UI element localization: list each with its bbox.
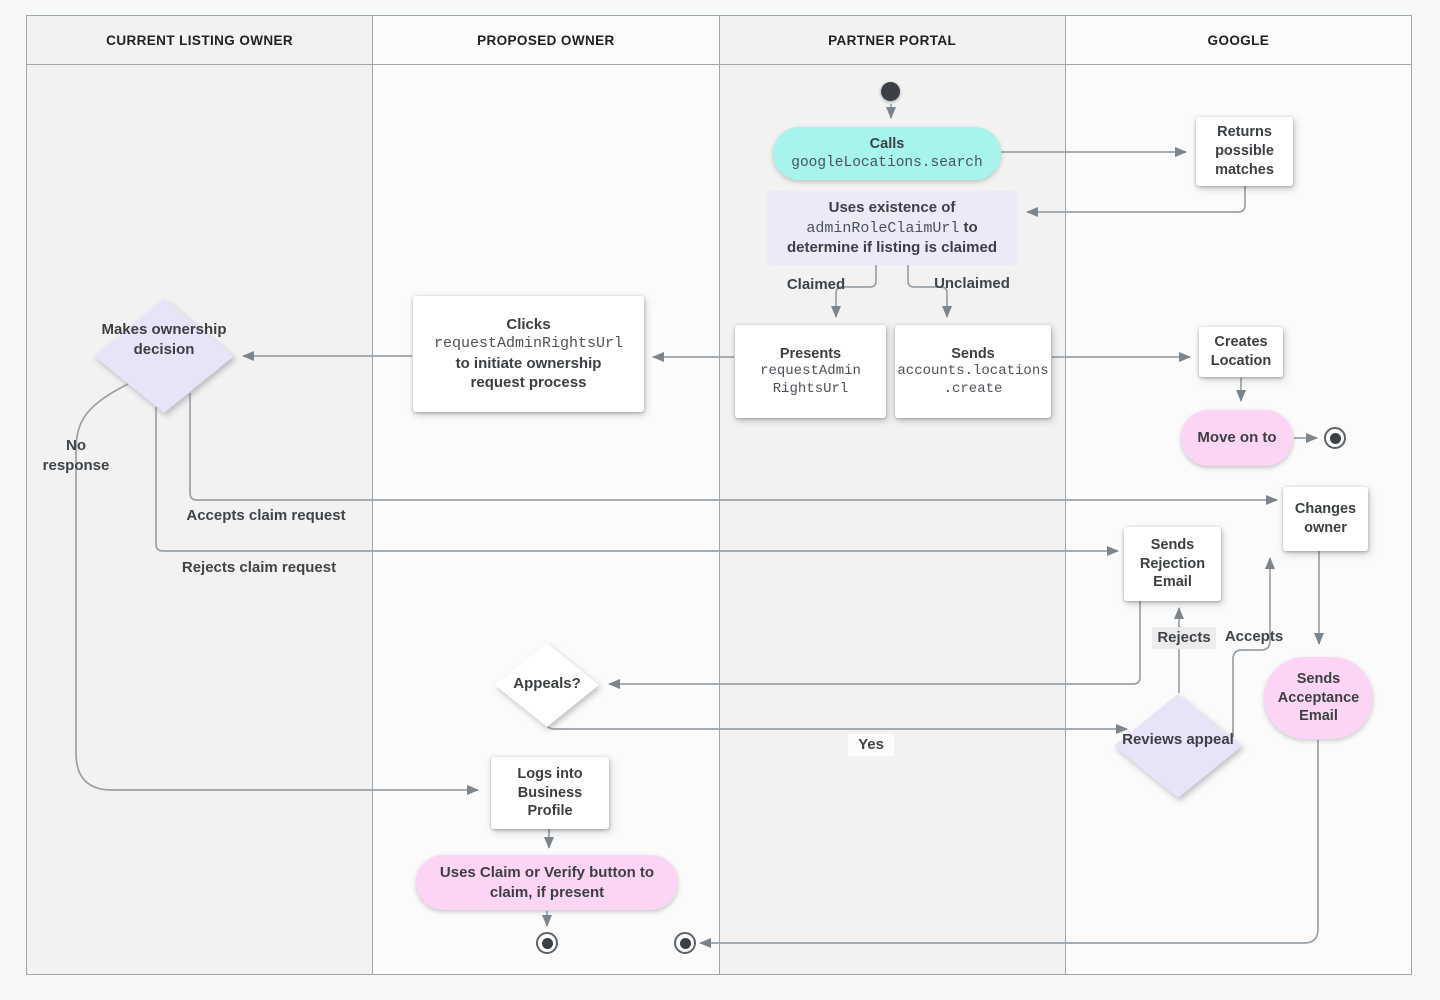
- calls-google-locations-search-node: Calls googleLocations.search: [773, 127, 1001, 180]
- no-response-label: No response: [42, 437, 110, 475]
- node-code-line2: .create: [943, 380, 1003, 397]
- node-title: Calls: [869, 136, 905, 153]
- end-node-claim-flow: [536, 932, 558, 954]
- end-node-dot: [541, 937, 553, 949]
- accepts-label: Accepts: [1224, 628, 1284, 645]
- node-code: requestAdminRightsUrl: [433, 334, 624, 352]
- reviews-appeal-node: Reviews appeal: [1118, 730, 1238, 750]
- node-code: adminRoleClaimUrl: [806, 219, 960, 237]
- lane-proposed-owner: PROPOSED OWNER: [372, 16, 719, 974]
- node-line3: request process: [470, 374, 587, 392]
- lane-title: PARTNER PORTAL: [719, 16, 1065, 65]
- node-code-line1: accounts.locations: [897, 363, 1049, 380]
- node-line3: determine if listing is claimed: [786, 239, 998, 257]
- uses-claim-or-verify-node: Uses Claim or Verify button to claim, if…: [416, 855, 678, 910]
- presents-request-admin-rights-node: Presents requestAdmin RightsUrl: [735, 325, 886, 418]
- node-label: Move on to: [1197, 429, 1277, 447]
- node-line2: to initiate ownership: [455, 354, 602, 372]
- end-node-dot: [1329, 432, 1341, 444]
- clicks-request-admin-rights-node: Clicks requestAdminRightsUrl to initiate…: [413, 296, 644, 412]
- rejects-label: Rejects: [1152, 627, 1216, 650]
- returns-possible-matches-node: Returns possible matches: [1196, 117, 1293, 186]
- sends-acceptance-email-node: Sends Acceptance Email: [1264, 657, 1373, 739]
- claimed-label: Claimed: [786, 276, 846, 293]
- node-label: Uses Claim or Verify button to claim, if…: [439, 864, 655, 901]
- yes-label: Yes: [848, 734, 894, 757]
- node-line2: adminRoleClaimUrl to: [806, 218, 977, 239]
- changes-owner-node: Changes owner: [1283, 487, 1368, 551]
- lane-title: PROPOSED OWNER: [373, 16, 719, 65]
- makes-ownership-decision-node: Makes ownership decision: [99, 320, 229, 359]
- node-title: Sends: [951, 345, 995, 362]
- lane-current-listing-owner: CURRENT LISTING OWNER: [27, 16, 373, 974]
- node-line1: Uses existence of: [828, 199, 956, 217]
- unclaimed-label: Unclaimed: [934, 275, 1010, 292]
- lane-title: GOOGLE: [1065, 16, 1411, 65]
- uses-existence-node: Uses existence of adminRoleClaimUrl to d…: [767, 191, 1017, 265]
- node-title: Presents: [779, 345, 842, 362]
- sends-accounts-locations-create-node: Sends accounts.locations .create: [895, 325, 1051, 418]
- node-label: Sends Acceptance Email: [1277, 670, 1360, 725]
- creates-location-node: Creates Location: [1199, 327, 1283, 377]
- start-node: [881, 82, 900, 101]
- node-after-code: to: [963, 218, 978, 236]
- end-node-acceptance-flow: [674, 932, 696, 954]
- node-label: Changes owner: [1294, 501, 1357, 536]
- rejects-claim-request-label: Rejects claim request: [176, 557, 342, 580]
- sends-rejection-email-node: Sends Rejection Email: [1124, 527, 1221, 601]
- node-label: Appeals?: [513, 675, 581, 692]
- end-node-dot: [679, 937, 691, 949]
- appeals-decision-node: Appeals?: [492, 674, 602, 694]
- node-label: Reviews appeal: [1122, 731, 1234, 748]
- node-label: Makes ownership decision: [101, 321, 227, 358]
- node-label: Creates Location: [1210, 334, 1272, 369]
- node-title: Clicks: [506, 316, 551, 334]
- node-label: Logs into Business Profile: [517, 765, 583, 820]
- move-on-to-node: Move on to: [1181, 410, 1293, 466]
- node-label: Sends Rejection Email: [1139, 536, 1206, 591]
- logs-into-business-profile-node: Logs into Business Profile: [491, 757, 609, 829]
- node-code-line2: RightsUrl: [772, 380, 849, 397]
- accepts-claim-request-label: Accepts claim request: [179, 505, 353, 528]
- node-label: Returns possible matches: [1215, 124, 1274, 178]
- node-code-line1: requestAdmin: [760, 363, 861, 380]
- lane-title: CURRENT LISTING OWNER: [27, 16, 373, 65]
- node-code: googleLocations.search: [791, 154, 983, 171]
- end-node-create-flow: [1324, 427, 1346, 449]
